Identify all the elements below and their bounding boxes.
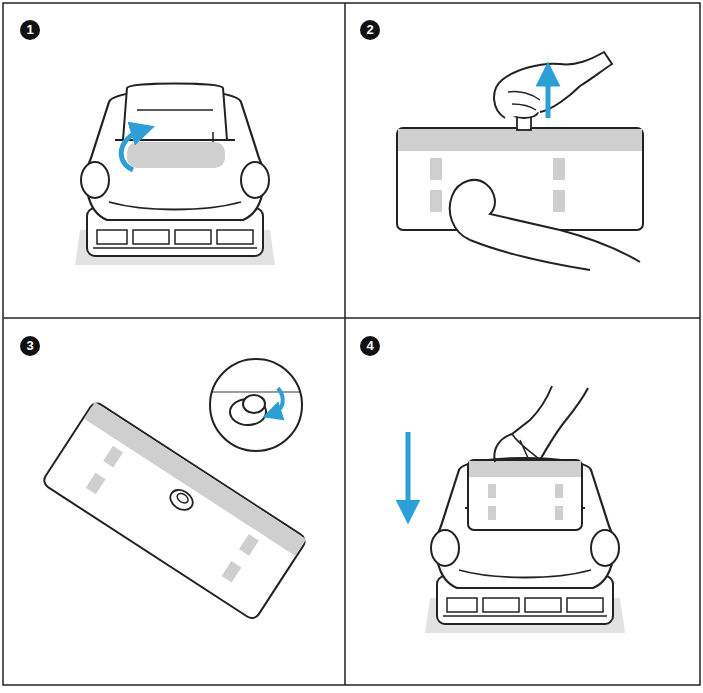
callout-number: 3 xyxy=(20,336,40,356)
panel-grid xyxy=(3,3,700,685)
filter-insert xyxy=(408,386,588,530)
robot-insert-filter xyxy=(425,458,625,633)
panel-divider xyxy=(344,3,346,685)
detail-inset xyxy=(210,359,302,451)
callout-number: 4 xyxy=(360,336,380,356)
robot-open-lid xyxy=(75,84,275,266)
panel-divider xyxy=(3,317,700,319)
filter-removal xyxy=(397,52,643,270)
callout-number: 2 xyxy=(360,20,380,40)
callout-number: 1 xyxy=(20,20,40,40)
